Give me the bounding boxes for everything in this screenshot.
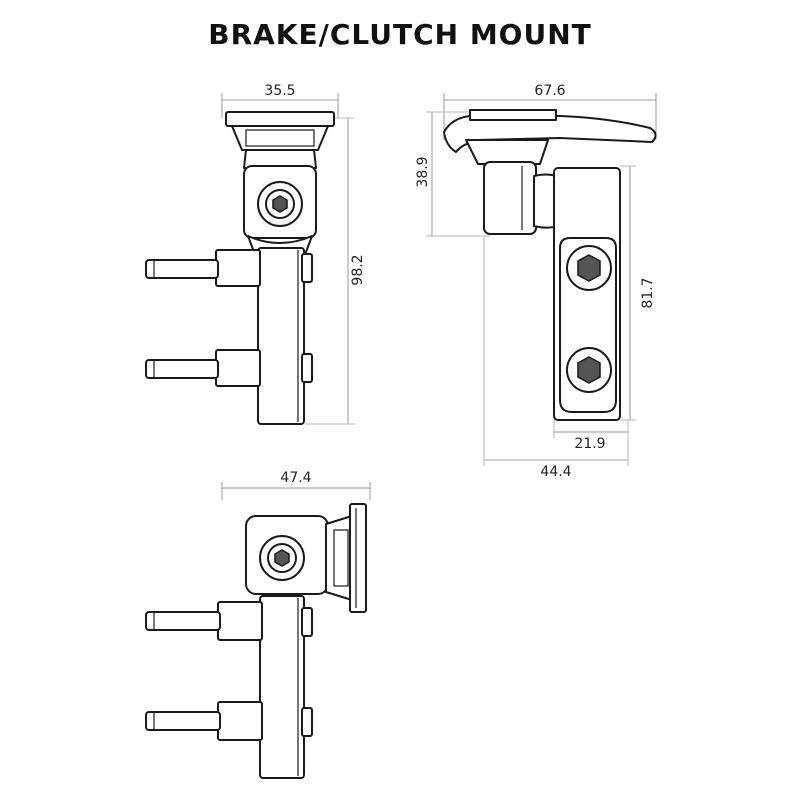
dim-side-bottom-total: 44.4	[483, 236, 628, 480]
dim-front-height: 98.2	[305, 117, 366, 425]
mount-lever	[443, 115, 657, 153]
hex-head-upper-icon	[577, 254, 601, 282]
dim-label-side-top-height: 38.9	[415, 156, 431, 187]
mount-cradle	[231, 125, 329, 151]
dim-label-side-right-height: 81.7	[640, 277, 656, 308]
front-view: 35.5 98.2	[145, 83, 366, 425]
hex-head-lower-icon	[577, 356, 601, 384]
mount-plate	[225, 111, 335, 127]
hex-socket-bottom-icon	[274, 549, 290, 567]
bottom-view: 47.4	[145, 470, 371, 779]
diagram-title: BRAKE/CLUTCH MOUNT	[208, 18, 592, 51]
pin-lower	[145, 359, 219, 379]
dim-label-side-bottom-inner: 21.9	[574, 436, 605, 452]
dim-label-front-height: 98.2	[350, 254, 366, 285]
vertical-arm	[257, 247, 305, 425]
pin-upper	[145, 259, 219, 279]
mount-cradle-side	[465, 139, 549, 165]
clamp-block-upper	[215, 249, 261, 287]
dim-label-side-bottom-total: 44.4	[540, 464, 571, 480]
dim-label-front-width: 35.5	[264, 83, 295, 99]
hex-socket-icon	[272, 195, 288, 213]
dim-label-side-width: 67.6	[534, 83, 565, 99]
dim-side-bottom-inner: 21.9	[553, 420, 629, 466]
dim-front-width: 35.5	[221, 83, 339, 118]
bottom-mount-plate	[349, 503, 367, 613]
dim-bottom-width: 47.4	[221, 470, 371, 500]
dim-side-top-height: 38.9	[415, 111, 490, 237]
side-view: 67.6 38.9 81.7	[415, 83, 657, 480]
pin-lower-bottom	[145, 711, 221, 731]
dim-label-bottom-width: 47.4	[280, 470, 311, 486]
side-knuckle	[483, 161, 537, 235]
clamp-block-lower	[215, 349, 261, 387]
pin-upper-bottom	[145, 611, 221, 631]
bottom-arm	[259, 595, 305, 779]
